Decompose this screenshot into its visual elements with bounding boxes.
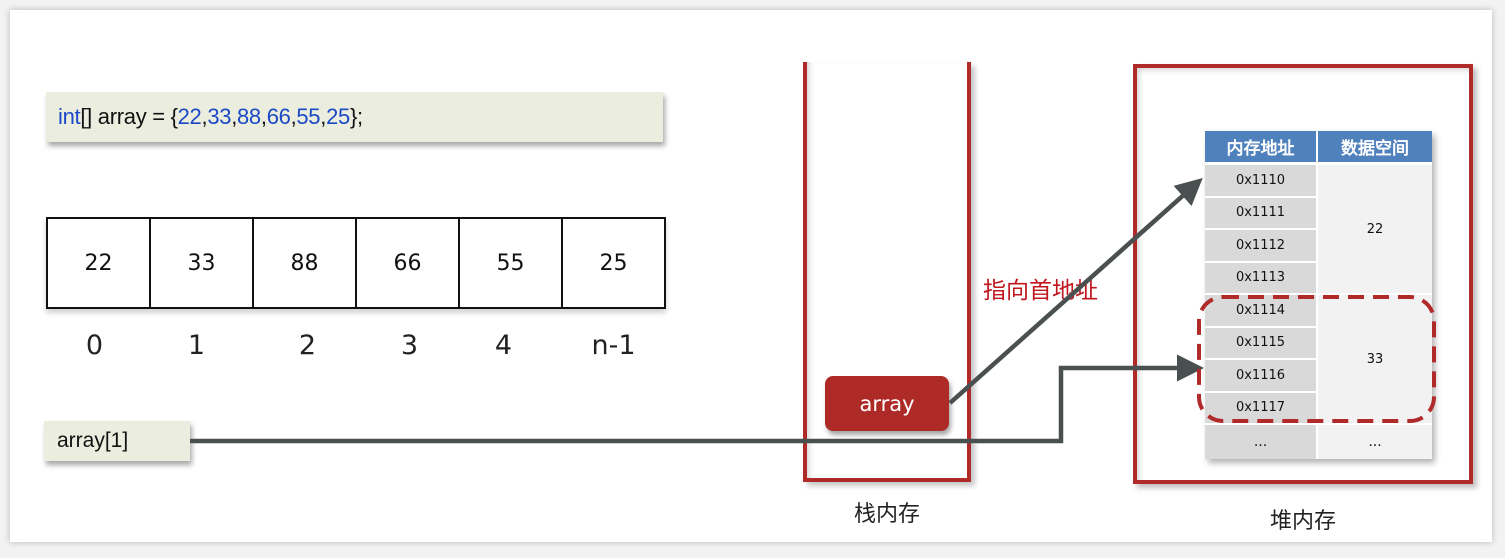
stack-memory-box	[803, 62, 971, 482]
code-separator: ,	[231, 104, 237, 129]
array-index: 3	[400, 330, 419, 361]
element-access-arrow-icon	[190, 354, 1204, 444]
code-value: 88	[237, 104, 261, 129]
code-value: 25	[326, 104, 350, 129]
code-closing: };	[349, 104, 363, 129]
table-group: 0x1110 0x1111 0x1112 0x1113 22	[1205, 165, 1432, 295]
array-cell: 22	[48, 219, 151, 307]
data-value-cell: 33	[1318, 295, 1432, 423]
array-index: 1	[187, 330, 206, 361]
code-keyword: int	[58, 104, 81, 129]
array-index: 0	[85, 330, 104, 361]
ellipsis-cell: ...	[1318, 425, 1432, 459]
code-value: 33	[207, 104, 232, 129]
stack-array-variable: array	[825, 376, 949, 431]
data-value-cell: 22	[1318, 165, 1432, 293]
code-separator: ,	[260, 104, 267, 129]
array-cell: 25	[599, 250, 628, 276]
array-cell: 33	[151, 219, 254, 307]
array-declaration-code: int[] array = {22,33,88,66,55,25};	[46, 92, 663, 142]
address-cell: 0x1113	[1205, 262, 1316, 293]
table-group: 0x1114 0x1115 0x1116 0x1117 33	[1205, 295, 1432, 425]
code-separator: ,	[290, 104, 297, 129]
heap-memory-label: 堆内存	[1269, 509, 1336, 534]
code-separator: ,	[320, 104, 327, 129]
header-memory-address: 内存地址	[1205, 131, 1316, 162]
highlight-dashed-region	[1197, 295, 1436, 423]
heap-memory-box	[1133, 64, 1473, 484]
header-data-space: 数据空间	[1318, 131, 1432, 162]
code-value: 22	[177, 104, 202, 129]
address-cell: 0x1115	[1205, 327, 1316, 358]
pointer-arrow-icon	[948, 178, 1203, 405]
code-text: [] array = {	[80, 104, 178, 129]
array-index: 2	[298, 330, 317, 361]
table-ellipsis-row: ... ...	[1205, 425, 1432, 459]
code-value: 66	[266, 104, 291, 129]
address-cell: 0x1114	[1205, 295, 1316, 326]
ellipsis-cell: ...	[1205, 425, 1316, 459]
array-cell: 88	[254, 219, 357, 307]
array-index: 4	[494, 330, 513, 361]
heap-memory-table: 内存地址 数据空间 0x1110 0x1111 0x1112 0x1113 22…	[1205, 131, 1432, 459]
code-separator: ,	[201, 104, 208, 129]
address-cell: 0x1111	[1205, 197, 1316, 228]
array-index: n-1	[591, 330, 636, 361]
address-cell: 0x1110	[1205, 165, 1316, 196]
table-header: 内存地址 数据空间	[1205, 131, 1432, 162]
array-cell: 55	[460, 219, 563, 307]
array-cell: 66	[357, 219, 460, 307]
stack-memory-label: 栈内存	[853, 502, 920, 527]
address-cell: 0x1116	[1205, 360, 1316, 391]
address-cell: 0x1117	[1205, 392, 1316, 423]
code-value: 55	[296, 104, 321, 129]
address-cell: 0x1112	[1205, 230, 1316, 261]
array-cells: 22 33 88 66 55 25	[46, 217, 666, 309]
array-element-reference: array[1]	[44, 421, 190, 461]
